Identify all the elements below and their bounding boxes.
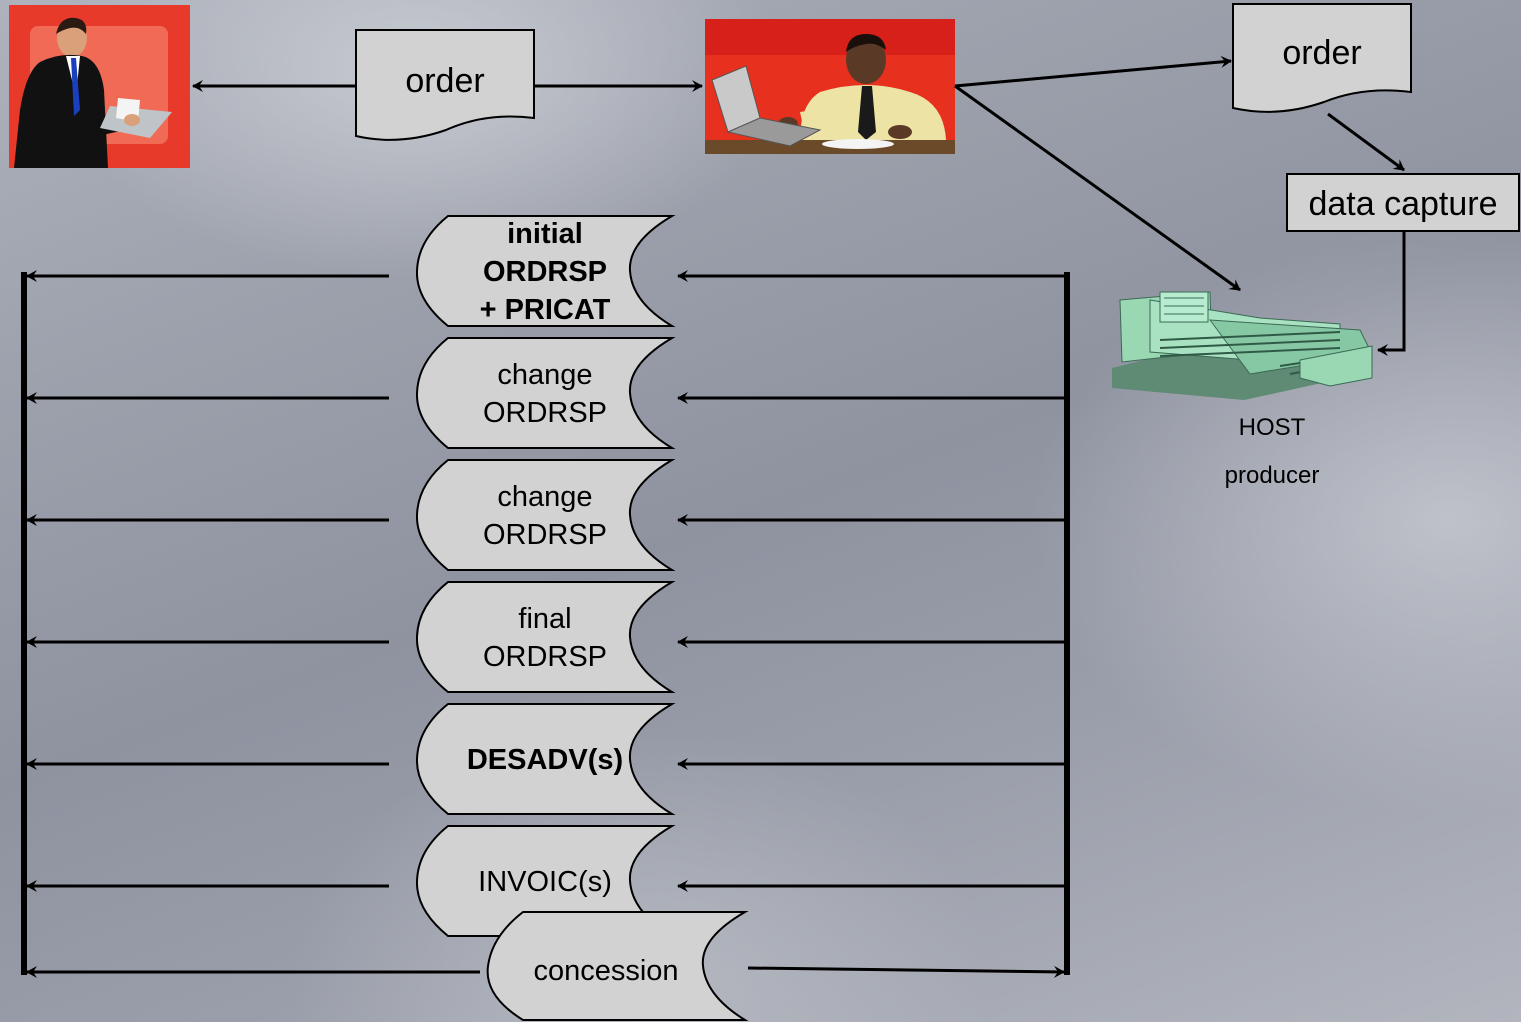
- order-label-right: order: [1282, 34, 1361, 72]
- concession-label: concession: [533, 955, 678, 987]
- order-label-left: order: [405, 62, 484, 100]
- host-sublabel: producer: [1225, 462, 1320, 489]
- message-label: change: [497, 481, 592, 513]
- message-label: ORDRSP: [483, 641, 607, 673]
- message-label: ORDRSP: [483, 519, 607, 551]
- data-capture-box: data capture: [1286, 173, 1520, 232]
- concession-row: concession: [26, 911, 1065, 1021]
- customer-businessman-icon: [9, 5, 190, 168]
- message-scroll: [415, 215, 676, 327]
- order-document-left: order: [355, 29, 535, 141]
- concession-arrow-right: [747, 965, 1065, 978]
- top-connectors: [192, 55, 1406, 356]
- message-scroll: [415, 703, 676, 815]
- message-label: DESADV(s): [467, 744, 623, 776]
- clerk-at-laptop-icon: [705, 19, 955, 154]
- order-document-right: order: [1232, 3, 1412, 113]
- message-label: change: [497, 359, 592, 391]
- message-scroll: [415, 337, 676, 449]
- message-label: final: [518, 603, 571, 635]
- message-row: DESADV(s): [26, 703, 1064, 815]
- message-scroll: [415, 459, 676, 571]
- concession-scroll: [486, 911, 749, 1021]
- host-building-icon: [1112, 291, 1373, 400]
- host-label: HOST: [1239, 414, 1306, 441]
- message-scroll: [415, 581, 676, 693]
- data-capture-label: data capture: [1308, 185, 1497, 223]
- message-row: INVOIC(s): [26, 825, 1064, 937]
- message-label: ORDRSP: [483, 256, 607, 288]
- message-label: initial: [507, 218, 583, 250]
- message-label: ORDRSP: [483, 397, 607, 429]
- message-label: + PRICAT: [480, 294, 611, 326]
- message-label: INVOIC(s): [478, 866, 612, 898]
